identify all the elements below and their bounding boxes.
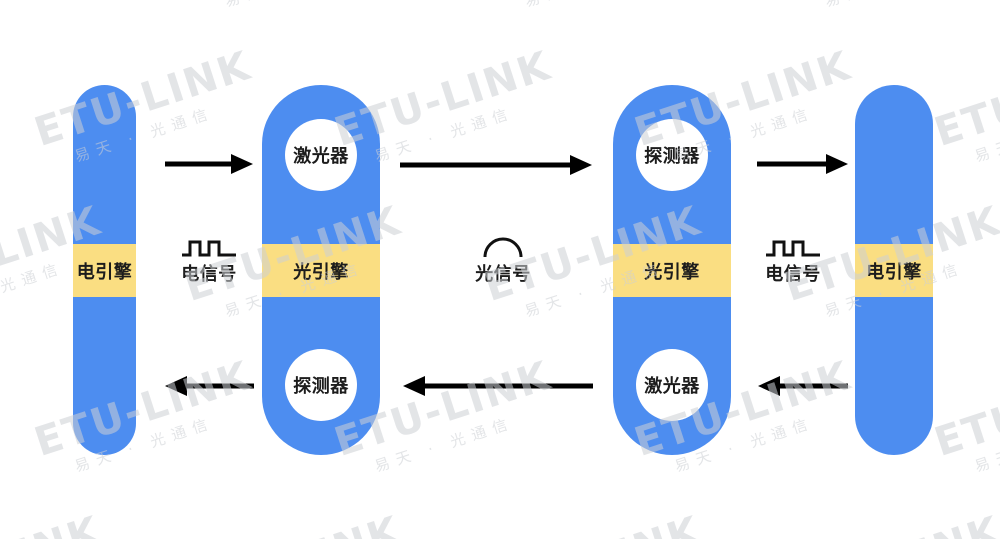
watermark-tagline: 易天 · 光通信 (822, 0, 1000, 11)
port-detector-bottom-left-label: 探测器 (293, 376, 349, 397)
module-right-electrical-label: 电引擎 (866, 261, 922, 283)
square-wave-icon (182, 240, 236, 257)
watermark-brand: ETU-LINK (479, 508, 707, 539)
module-left-optical-label: 光引擎 (293, 261, 349, 283)
port-laser-bottom-right-label: 激光器 (644, 376, 700, 397)
watermark-brand: ETU-LINK (29, 352, 257, 466)
arrow-rx-electrical-in (758, 376, 848, 396)
watermark-tagline: 易天 · 光通信 (972, 104, 1000, 166)
port-detector-top-right: 探测器 (636, 119, 708, 191)
watermark-brand: ETU-LINK (29, 42, 257, 156)
port-laser-bottom-right: 激光器 (636, 349, 708, 421)
watermark-tagline: 易天 · 光通信 (0, 0, 113, 11)
optical-arc-icon (483, 237, 523, 258)
module-right-optical-band: 光引擎 (613, 244, 731, 297)
signal-electrical-left: 电信号 (172, 238, 246, 286)
watermark-brand: ETU-LINK (779, 508, 1000, 539)
module-left-optical-band: 光引擎 (262, 244, 380, 297)
port-laser-top-left: 激光器 (285, 119, 357, 191)
arrow-tx-electrical-out (757, 154, 848, 174)
arrow-rx-electrical-out (165, 376, 254, 396)
watermark-tagline: 易天 · 光通信 (372, 413, 517, 476)
signal-electrical-left-label: 电信号 (181, 264, 237, 285)
watermark-tagline: 易天 · 光通信 (522, 0, 713, 11)
module-right-electrical-band: 电引擎 (855, 244, 933, 297)
watermark-tagline: 易天 · 光通信 (972, 414, 1000, 476)
port-detector-bottom-left: 探测器 (285, 349, 357, 421)
arrow-rx-optical (403, 376, 593, 396)
module-left-electrical-label: 电引擎 (76, 261, 133, 283)
square-wave-icon (766, 240, 820, 257)
arrow-tx-optical (400, 155, 592, 175)
watermark-tagline: 易天 · 光通信 (222, 0, 413, 11)
signal-electrical-right: 电信号 (756, 238, 830, 286)
watermark-brand: ETU-LINK (929, 352, 1000, 466)
watermark-brand: ETU-LINK (929, 42, 1000, 156)
port-laser-top-left-label: 激光器 (293, 146, 349, 167)
arrow-tx-electrical-in (165, 154, 253, 174)
module-left-electrical-band: 电引擎 (73, 244, 136, 297)
signal-optical-center-label: 光信号 (475, 264, 531, 285)
signal-optical-center: 光信号 (466, 234, 540, 286)
watermark-brand: ETU-LINK (179, 508, 407, 539)
signal-electrical-right-label: 电信号 (765, 264, 821, 285)
watermark-brand: ETU-LINK (0, 508, 107, 539)
module-right-optical-label: 光引擎 (644, 261, 700, 283)
port-detector-top-right-label: 探测器 (644, 146, 700, 167)
